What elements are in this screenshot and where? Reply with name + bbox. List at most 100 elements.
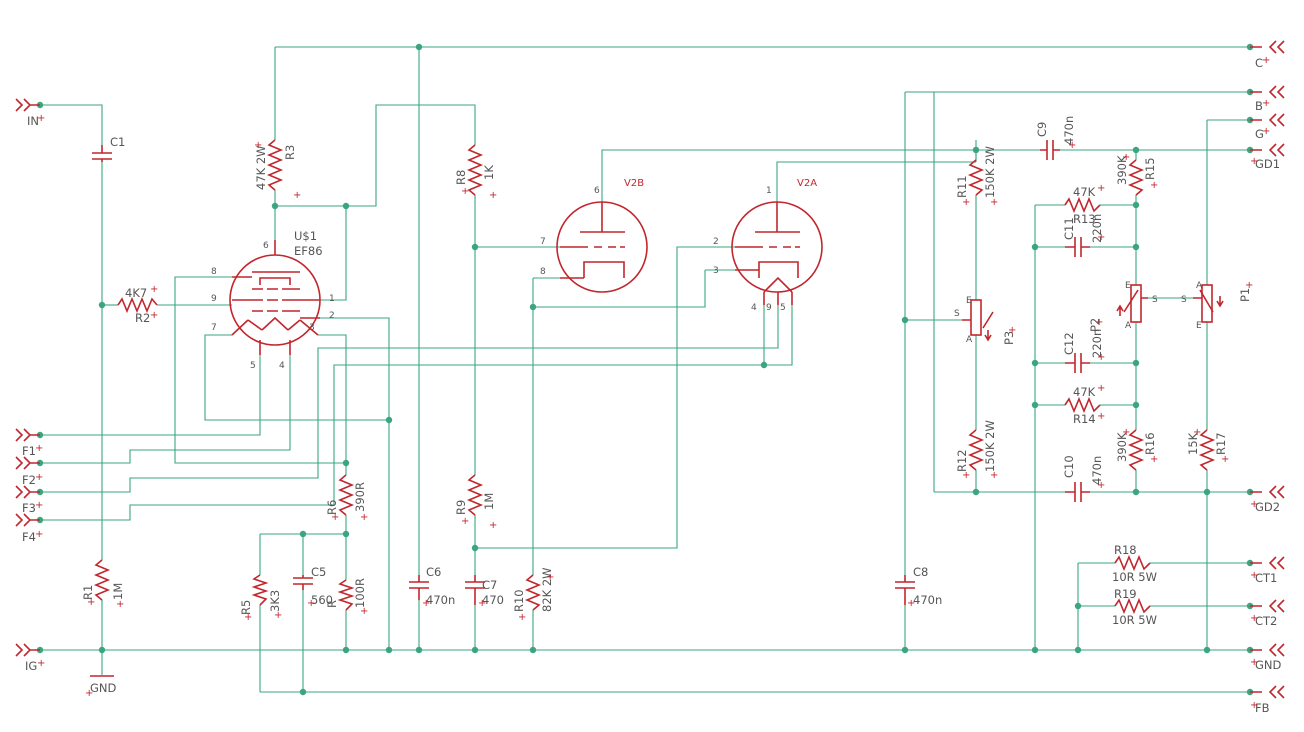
svg-text:470n: 470n — [1090, 456, 1104, 485]
svg-text:10R 5W: 10R 5W — [1112, 570, 1157, 584]
resistor-r11: R11 150K 2W — [955, 146, 997, 198]
svg-text:B: B — [1255, 99, 1263, 113]
svg-text:+: + — [150, 310, 158, 321]
capacitor-c10: C10 470n — [1062, 455, 1104, 502]
svg-text:E: E — [1196, 321, 1202, 331]
svg-text:+: + — [1097, 183, 1105, 194]
svg-text:+: + — [1095, 317, 1103, 328]
svg-text:+: + — [1097, 383, 1105, 394]
svg-text:+: + — [1122, 427, 1130, 438]
svg-text:+: + — [1250, 570, 1258, 581]
svg-text:+: + — [990, 197, 998, 208]
connector-gnd: GND+ — [1250, 643, 1285, 672]
svg-text:+: + — [35, 443, 43, 454]
svg-text:+: + — [35, 529, 43, 540]
svg-text:390K: 390K — [1115, 155, 1129, 185]
svg-text:GND: GND — [1255, 658, 1282, 672]
svg-text:+: + — [1250, 613, 1258, 624]
svg-text:GD2: GD2 — [1255, 500, 1280, 514]
svg-text:1M: 1M — [482, 493, 496, 510]
svg-text:+: + — [461, 516, 469, 527]
resistor-r5: R5 3K3 — [239, 574, 282, 615]
pot-p1: S A E P1 — [1181, 281, 1252, 331]
capacitor-c8: C8 470n — [895, 565, 942, 607]
svg-text:GND: GND — [90, 681, 117, 695]
svg-text:8: 8 — [211, 267, 217, 277]
connector-f1: F1+ — [15, 428, 43, 458]
svg-text:R12: R12 — [955, 449, 969, 472]
svg-text:P2: P2 — [1088, 318, 1102, 332]
svg-text:+: + — [962, 470, 970, 481]
svg-text:C8: C8 — [913, 565, 928, 579]
svg-text:+: + — [1221, 454, 1229, 465]
svg-text:+: + — [1250, 156, 1258, 167]
svg-text:IN: IN — [27, 114, 39, 128]
svg-text:560: 560 — [311, 593, 333, 607]
origin-marks: + + + + + + + + + + + + + + + + + + + + … — [87, 140, 1253, 623]
svg-text:S: S — [1181, 295, 1187, 305]
svg-text:GD1: GD1 — [1255, 157, 1280, 171]
svg-text:IG: IG — [25, 659, 37, 673]
resistor-r8: R8 1K — [454, 144, 496, 196]
svg-text:C: C — [1255, 56, 1263, 70]
svg-text:R15: R15 — [1143, 157, 1157, 180]
svg-text:6: 6 — [594, 186, 600, 196]
svg-text:9: 9 — [766, 303, 772, 313]
svg-text:R17: R17 — [1214, 432, 1228, 455]
ground-symbol: GND+ — [85, 675, 117, 699]
svg-text:S: S — [1152, 295, 1158, 305]
svg-text:+: + — [1245, 280, 1253, 291]
svg-text:+: + — [1008, 325, 1016, 336]
svg-text:+: + — [1250, 700, 1258, 711]
svg-text:+: + — [907, 598, 915, 609]
tube-v2a: V2A 1 2 3 4 9 5 — [713, 178, 823, 313]
svg-text:470n: 470n — [426, 593, 455, 607]
svg-text:150K 2W: 150K 2W — [983, 420, 997, 472]
svg-text:8: 8 — [540, 267, 546, 277]
connector-in: IN+ — [15, 98, 45, 128]
connector-f2: F2+ — [15, 456, 43, 487]
svg-text:47K: 47K — [1073, 385, 1096, 399]
pot-p3: S E A P3 — [954, 296, 1016, 345]
resistor-r19: R19 10R 5W — [1112, 587, 1157, 627]
svg-text:C5: C5 — [311, 565, 326, 579]
svg-text:R19: R19 — [1114, 587, 1137, 601]
svg-text:1M: 1M — [111, 583, 125, 600]
connector-f3: F3+ — [15, 485, 43, 515]
svg-text:R3: R3 — [283, 145, 297, 160]
svg-text:R5: R5 — [239, 600, 253, 615]
svg-text:1K: 1K — [482, 165, 496, 180]
svg-text:+: + — [1097, 352, 1105, 363]
connector-ct2: CT2+ — [1250, 599, 1285, 628]
resistors: R1 1M 4K7+ R2+ 47K 2W R3 R 100R R5 3K3 R… — [81, 139, 1228, 627]
svg-text:1: 1 — [766, 186, 772, 196]
svg-text:470n: 470n — [913, 593, 942, 607]
svg-text:4K7: 4K7 — [125, 286, 147, 300]
svg-text:390R: 390R — [353, 482, 367, 512]
svg-text:220n: 220n — [1090, 329, 1104, 358]
svg-text:E: E — [966, 296, 972, 306]
svg-text:2: 2 — [329, 311, 335, 321]
svg-text:+: + — [331, 512, 339, 523]
svg-text:5: 5 — [780, 303, 786, 313]
connector-g: G+ — [1250, 113, 1285, 141]
resistor-r18: R18 10R 5W — [1112, 543, 1157, 584]
tube-ef86: U$1 EF86 6 8 9 7 1 2 3 5 4 — [211, 229, 335, 371]
svg-text:+: + — [1250, 657, 1258, 668]
resistor-r2: 4K7+ R2+ — [117, 284, 158, 325]
svg-text:4: 4 — [279, 361, 285, 371]
resistor-r14: 47K+ R14+ — [1064, 383, 1105, 426]
svg-text:15K: 15K — [1186, 432, 1200, 455]
svg-text:+: + — [85, 688, 93, 699]
capacitor-c9: C9 470n — [1035, 116, 1076, 160]
svg-text:+: + — [1150, 454, 1158, 465]
svg-text:4: 4 — [751, 303, 757, 313]
resistor-r13: 47K+ R13 — [1064, 183, 1105, 226]
svg-text:R1: R1 — [81, 585, 95, 600]
svg-text:3K3: 3K3 — [268, 590, 282, 612]
resistor-r1: R1 1M — [81, 559, 125, 601]
svg-text:+: + — [37, 113, 45, 124]
svg-text:+: + — [116, 599, 124, 610]
capacitor-c6: C6 470n — [409, 565, 455, 607]
